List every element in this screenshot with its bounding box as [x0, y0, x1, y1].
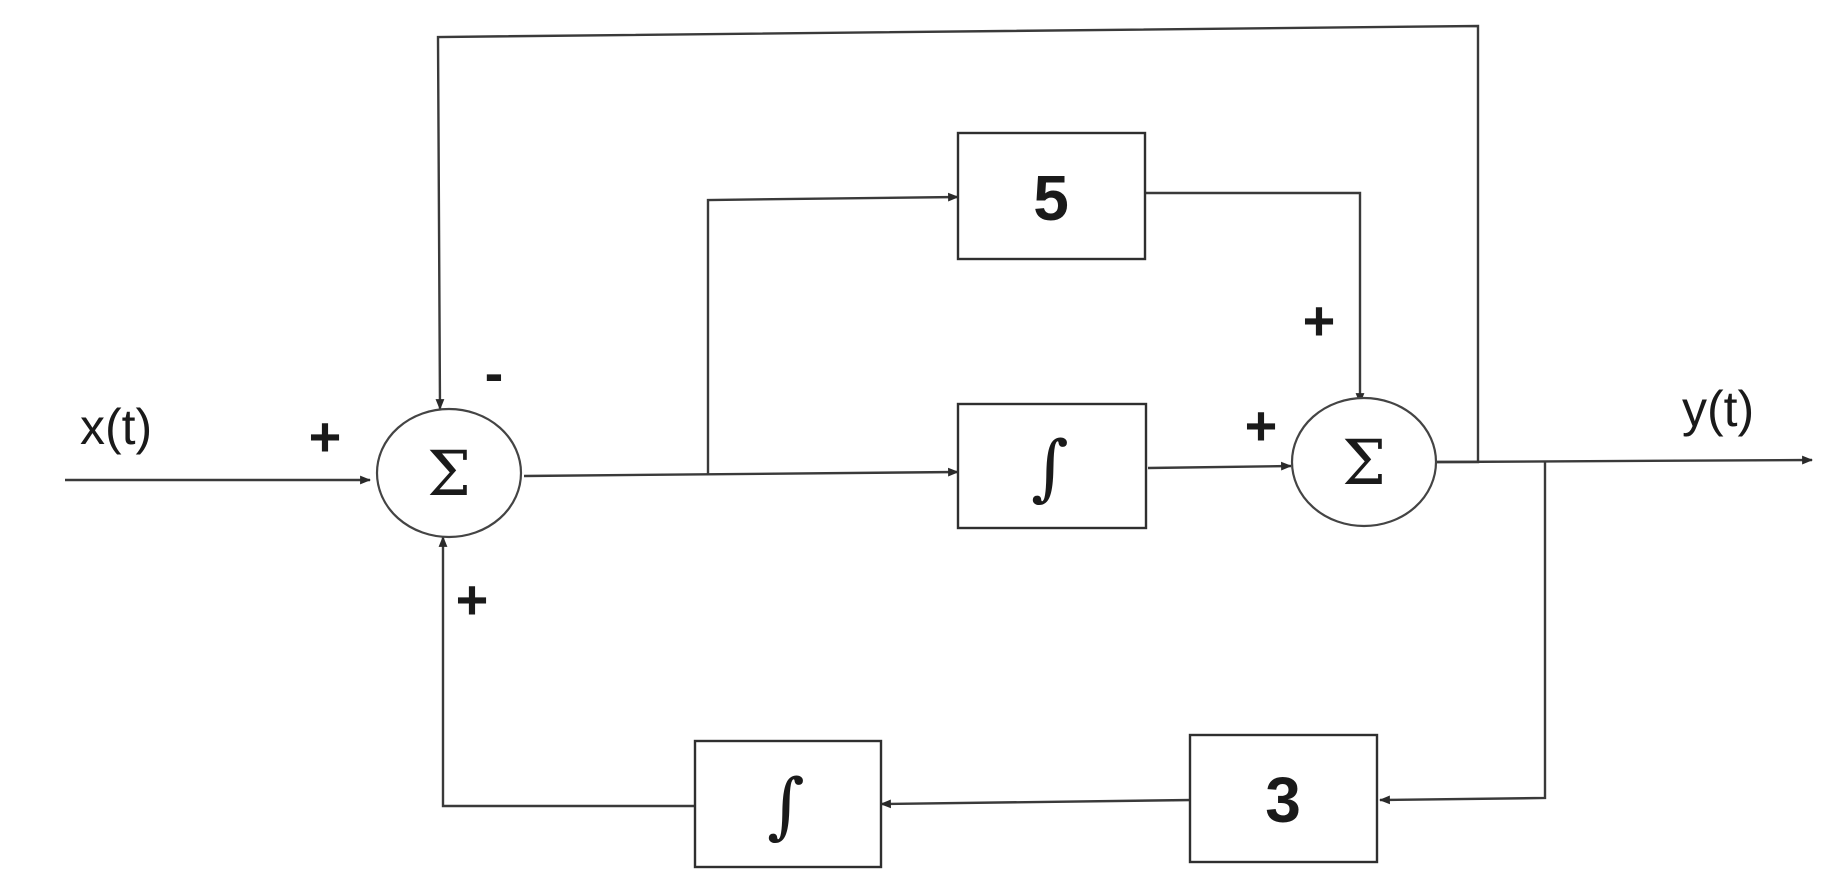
wire-integrator-to-right-sum [1147, 461, 1293, 471]
wire-gain-3-to-integrator [879, 798, 1193, 809]
integrator-block-forward-symbol: ∫ [1031, 425, 1069, 509]
gain-block-3: 3 [1188, 733, 1379, 864]
gain-block-3-box [1188, 733, 1379, 864]
right-summer-left-sign: + [1245, 394, 1278, 457]
right-summer-top-sign: + [1303, 289, 1336, 352]
input-signal-label: x(t) [80, 399, 152, 455]
right-summer-symbol: Σ [1342, 426, 1386, 499]
integrator-block-forward: ∫ [956, 402, 1148, 530]
wire-branch-to-gain-5 [706, 192, 960, 474]
wire-feedback-bottom [438, 535, 695, 808]
gain-block-3-label: 3 [1265, 764, 1301, 836]
wire-output [1436, 455, 1814, 465]
left-summer-input-sign: + [309, 405, 342, 468]
integrator-block-feedback: ∫ [693, 739, 883, 869]
left-summer-top-sign: - [485, 341, 504, 404]
wire-output-to-gain-3 [1378, 462, 1547, 805]
right-summer-circle [1290, 396, 1438, 528]
integrator-block-forward-box [956, 402, 1148, 530]
left-summer-symbol: Σ [427, 437, 471, 510]
left-summing-junction: Σ [375, 407, 523, 539]
gain-block-5-label: 5 [1033, 162, 1069, 234]
wire-left-sum-to-integrator [523, 467, 960, 478]
integrator-block-feedback-symbol: ∫ [767, 763, 805, 847]
gain-block-5: 5 [956, 131, 1147, 261]
gain-block-5-box [956, 131, 1147, 261]
integrator-block-feedback-box [693, 739, 883, 869]
output-signal-label: y(t) [1682, 381, 1754, 437]
left-summer-bottom-sign: + [456, 568, 489, 631]
right-summing-junction: Σ [1290, 396, 1438, 528]
left-summer-circle [375, 407, 523, 539]
wire-gain-5-to-right-sum [1143, 191, 1365, 405]
